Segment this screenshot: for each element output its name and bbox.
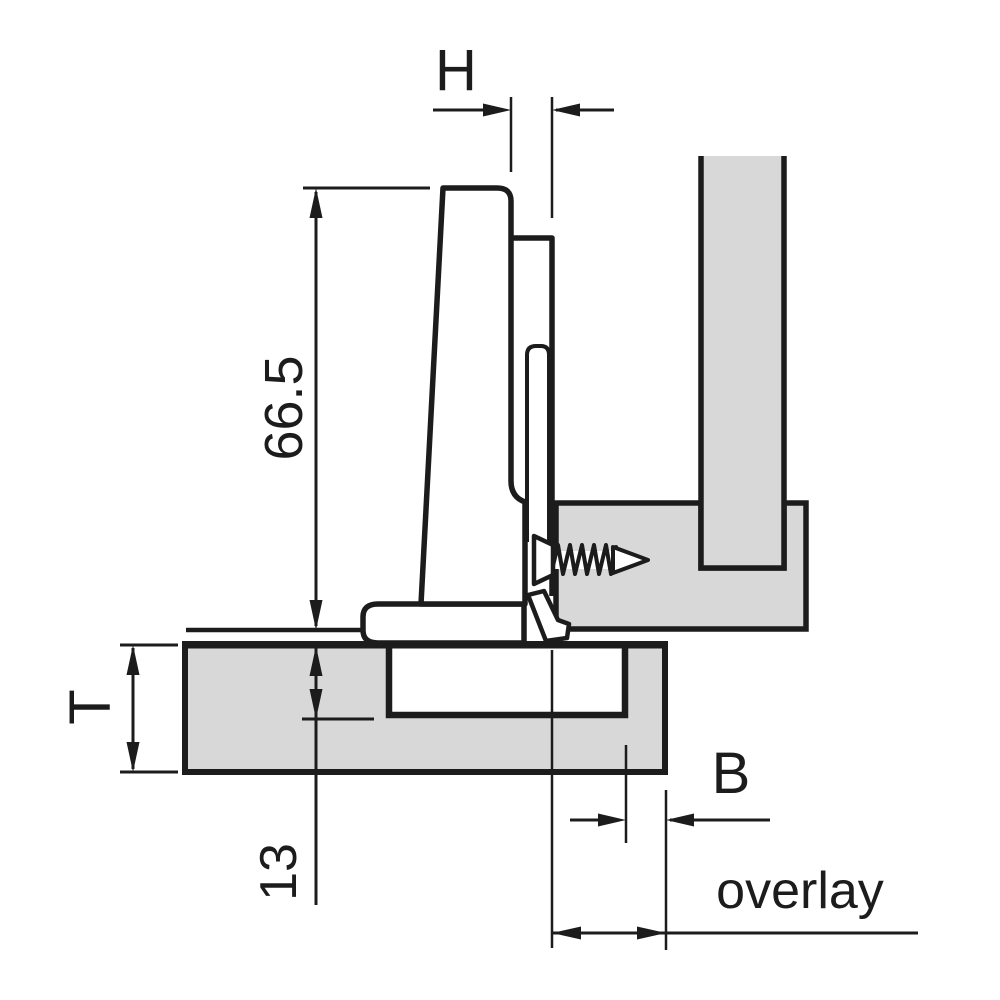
hinge-hook bbox=[525, 588, 572, 644]
13-arrowhead-top bbox=[309, 646, 323, 676]
cabinet-side-panel-edges bbox=[698, 156, 787, 571]
label-66-5: 66.5 bbox=[254, 355, 314, 460]
label-h: H bbox=[435, 38, 477, 103]
overlay-arrowhead-left bbox=[552, 926, 581, 940]
overlay-arrowhead-right bbox=[637, 926, 666, 940]
label-t: T bbox=[58, 689, 123, 724]
hinge-cup-slot bbox=[525, 344, 551, 542]
t-arrowhead-top bbox=[126, 645, 140, 675]
panels bbox=[182, 156, 809, 775]
screw-threads bbox=[549, 543, 618, 576]
label-b: B bbox=[712, 741, 751, 806]
hinge-flange bbox=[360, 601, 527, 646]
h-arrowhead-right bbox=[552, 103, 580, 117]
cabinet-side-panel bbox=[701, 156, 784, 568]
h-arrowhead-left bbox=[483, 103, 511, 117]
mounting-screw bbox=[531, 533, 650, 587]
screw-head bbox=[531, 533, 556, 587]
t-arrowhead-bottom bbox=[126, 742, 140, 772]
hinge bbox=[360, 185, 650, 646]
cup-recess-outline bbox=[385, 645, 629, 719]
arrowheads bbox=[126, 103, 694, 940]
b-arrowhead-right bbox=[666, 813, 694, 827]
b-arrowhead-left bbox=[598, 813, 626, 827]
cup-recess-fill bbox=[392, 646, 622, 712]
label-overlay: overlay bbox=[716, 862, 884, 920]
dimension-66-5 bbox=[303, 186, 430, 626]
66-5-arrowhead-top bbox=[309, 188, 323, 218]
label-13: 13 bbox=[250, 843, 308, 901]
screw-tip bbox=[611, 545, 650, 575]
hinge-arm bbox=[418, 185, 528, 607]
hinge-cup-outline bbox=[511, 235, 555, 596]
13-arrowhead-bottom bbox=[309, 689, 323, 719]
dimension-labels: H 66.5 T 13 B overlay bbox=[58, 38, 884, 920]
dimension-overlay bbox=[550, 650, 918, 948]
66-5-arrowhead-bottom bbox=[309, 600, 323, 630]
dimension-t bbox=[120, 643, 178, 774]
